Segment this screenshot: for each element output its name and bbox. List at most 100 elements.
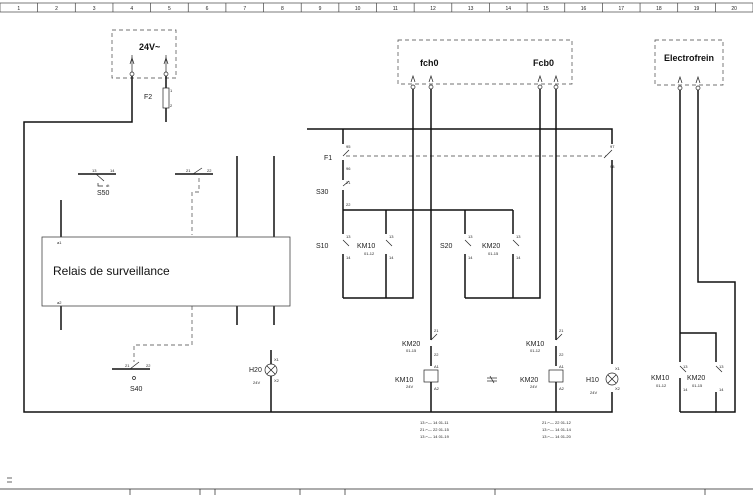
svg-text:24V: 24V: [406, 384, 413, 389]
svg-text:22: 22: [559, 352, 564, 357]
svg-text:X1: X1: [615, 366, 621, 371]
svg-text:24V: 24V: [590, 390, 597, 395]
svg-text:21: 21: [434, 328, 439, 333]
svg-text:22: 22: [346, 202, 351, 207]
ruler-column-number: 14: [505, 6, 511, 12]
contact-km10-left: KM10 01-12 13 14: [357, 234, 394, 298]
ruler-column-number: 20: [731, 6, 737, 12]
ruler-column-number: 18: [656, 6, 662, 12]
km20-interlock-label: KM20: [402, 341, 420, 348]
svg-text:X2: X2: [274, 378, 280, 383]
svg-text:21: 21: [125, 363, 130, 368]
contact-s20: S20 13 14: [440, 234, 473, 298]
right-branch-join: [465, 89, 541, 299]
svg-text:13 ⌐— 14 01-11: 13 ⌐— 14 01-11: [420, 420, 449, 425]
coil-km10-label: KM10: [395, 377, 413, 384]
contact-s40: 21 22 S40: [112, 306, 193, 393]
svg-text:13 ⌐— 14 01-20: 13 ⌐— 14 01-20: [542, 434, 572, 439]
ruler-column-number: 9: [319, 6, 322, 12]
svg-text:95: 95: [346, 144, 351, 149]
contact-km20-interlock: KM20 01-15 21 22: [402, 328, 439, 366]
svg-text:01-15: 01-15: [692, 383, 703, 388]
contact-s50-nc: 21 22: [175, 167, 213, 235]
fuse-f2: F2 1 2: [144, 87, 173, 109]
s40-label: S40: [130, 386, 143, 393]
svg-text:22: 22: [434, 352, 439, 357]
km10-interlock-label: KM10: [526, 341, 544, 348]
s10-label: S10: [316, 243, 329, 250]
svg-text:13: 13: [389, 234, 394, 239]
svg-text:01-15: 01-15: [488, 251, 499, 256]
svg-text:1: 1: [170, 88, 173, 93]
svg-text:X2: X2: [615, 386, 621, 391]
svg-text:A1: A1: [434, 364, 440, 369]
svg-text:14: 14: [719, 387, 724, 392]
svg-text:24V: 24V: [530, 384, 537, 389]
ruler-column-number: 13: [468, 6, 474, 12]
svg-text:01-12: 01-12: [364, 251, 375, 256]
svg-text:13: 13: [516, 234, 521, 239]
ruler-column-number: 10: [355, 6, 361, 12]
s20-label: S20: [440, 243, 453, 250]
svg-text:14: 14: [110, 168, 115, 173]
svg-text:01-12: 01-12: [530, 348, 541, 353]
relay-supervision: Relais de surveillance a1 a2: [41, 156, 291, 330]
svg-text:14: 14: [683, 387, 688, 392]
coil-km20-contact-refs: 21 ⌐— 22 01-12 13 ⌐— 14 01-14 13 ⌐— 14 0…: [542, 420, 572, 439]
fuse-label: F2: [144, 94, 152, 101]
svg-text:98: 98: [610, 164, 615, 169]
terminal-fcb0: Fcb0: [533, 58, 554, 68]
svg-text:14: 14: [468, 255, 473, 260]
left-branch-join: [343, 89, 414, 299]
margin-marks: [7, 477, 12, 483]
km20-left-label: KM20: [482, 243, 500, 250]
km10-left-label: KM10: [357, 243, 375, 250]
f1-label: F1: [324, 155, 332, 162]
svg-text:24V: 24V: [253, 380, 260, 385]
coil-km20-label: KM20: [520, 377, 538, 384]
terminal-fch0: fch0: [420, 58, 439, 68]
h10-label: H10: [586, 377, 599, 384]
ruler-column-number: 7: [243, 6, 246, 12]
svg-text:A1: A1: [559, 364, 565, 369]
svg-text:X1: X1: [274, 357, 280, 362]
svg-text:dt: dt: [106, 183, 110, 188]
contact-km10-interlock: KM10 01-12 21 22: [526, 328, 564, 366]
svg-text:13: 13: [468, 234, 473, 239]
coil-km10-contact-refs: 13 ⌐— 14 01-11 21 ⌐— 22 01-15 13 ⌐— 14 0…: [420, 420, 450, 439]
svg-text:a1: a1: [57, 240, 62, 245]
contact-s10: S10 13 14: [316, 234, 351, 298]
left-supply-wire: [23, 76, 613, 413]
svg-text:22: 22: [146, 363, 151, 368]
svg-text:21: 21: [186, 168, 191, 173]
brake-bridge: [680, 332, 717, 362]
ruler-column-number: 11: [393, 6, 398, 12]
svg-text:14: 14: [346, 255, 351, 260]
ruler-column-number: 15: [543, 6, 549, 12]
km10-brake-label: KM10: [651, 375, 669, 382]
svg-text:96: 96: [346, 166, 351, 171]
contact-km20-left: KM20 01-15 13 14: [482, 234, 521, 298]
coil-km10: KM10 24V A1 A2: [395, 364, 440, 412]
svg-text:21 ⌐— 22 01-15: 21 ⌐— 22 01-15: [420, 427, 450, 432]
ruler-column-number: 5: [168, 6, 171, 12]
ruler-column-number: 17: [618, 6, 624, 12]
mechanical-interlock-icon: [487, 375, 497, 384]
svg-text:13 ⌐— 14 01-14: 13 ⌐— 14 01-14: [542, 427, 572, 432]
svg-text:97: 97: [610, 144, 615, 149]
ruler-column-number: 2: [55, 6, 58, 12]
contact-s50: 13 14 dt S50: [78, 168, 116, 197]
svg-text:22: 22: [207, 168, 212, 173]
svg-text:14: 14: [389, 255, 394, 260]
lamp-h10: H10 24V X1 X2: [586, 366, 621, 395]
relay-label: Relais de surveillance: [53, 264, 170, 278]
s30-label: S30: [316, 189, 329, 196]
svg-text:13 ⌐— 14 01-19: 13 ⌐— 14 01-19: [420, 434, 450, 439]
ruler-column-number: 16: [581, 6, 587, 12]
svg-text:13: 13: [683, 364, 688, 369]
contact-f1: F1 95 96 97 98: [324, 144, 615, 364]
svg-text:a2: a2: [57, 300, 62, 305]
ruler-column-number: 6: [206, 6, 209, 12]
